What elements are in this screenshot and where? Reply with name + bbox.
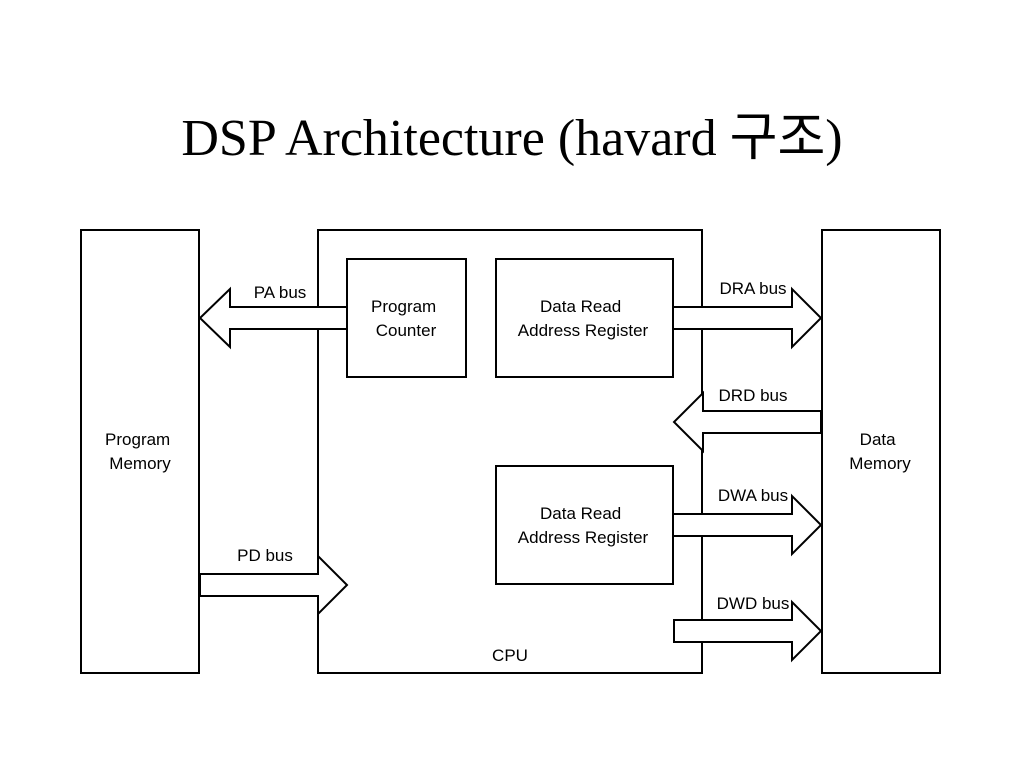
drd-bus-label: DRD bus xyxy=(719,386,788,405)
program-memory-label: Program Memory xyxy=(105,430,175,473)
program-counter-block xyxy=(346,258,467,378)
data-read-address-register-top-block xyxy=(495,258,674,378)
dwa-bus-label: DWA bus xyxy=(718,486,788,505)
drd-bus-arrow xyxy=(672,390,822,454)
data-memory-block xyxy=(821,229,941,674)
pd-bus-label: PD bus xyxy=(237,546,293,565)
dwd-bus-label: DWD bus xyxy=(717,594,790,613)
dra-bus-label: DRA bus xyxy=(719,279,786,298)
cpu-label: CPU xyxy=(492,646,528,665)
data-memory-label: Data Memory xyxy=(849,430,911,473)
slide-title: DSP Architecture (havard 구조) xyxy=(181,110,842,167)
dra-bus-arrow xyxy=(672,286,823,350)
pa-bus-label: PA bus xyxy=(254,283,307,302)
dwa-bus-arrow xyxy=(672,493,823,557)
pa-bus-arrow xyxy=(198,286,348,350)
program-counter-label: Program Counter xyxy=(371,297,441,340)
program-memory-block xyxy=(80,229,200,674)
data-read-address-register-bottom-block xyxy=(495,465,674,585)
data-read-address-register-top-label: Data Read Address Register xyxy=(518,297,649,340)
dwd-bus-arrow xyxy=(673,599,823,663)
data-read-address-register-bottom-label: Data Read Address Register xyxy=(518,504,649,547)
pd-bus-arrow xyxy=(199,553,349,617)
